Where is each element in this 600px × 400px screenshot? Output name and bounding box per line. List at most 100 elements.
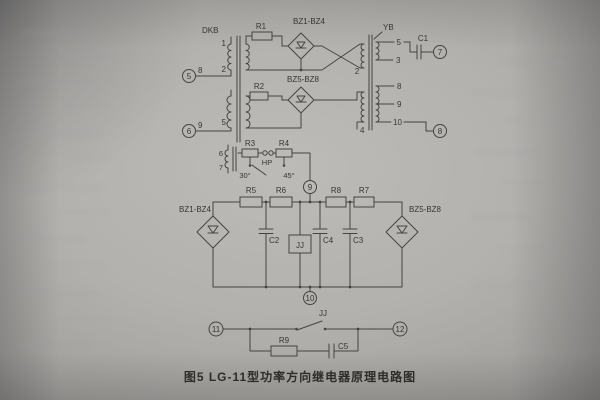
terminal-12-label: 12: [396, 325, 405, 334]
bleedthrough-smudge: [500, 60, 570, 65]
yb-tap-2: 2: [355, 67, 360, 76]
bleedthrough-smudge: [500, 312, 555, 317]
bleedthrough-smudge: [20, 185, 105, 191]
resistor-r9-body: [270, 345, 298, 357]
capacitor-c1: C1: [416, 34, 434, 60]
bleedthrough-smudge: [60, 315, 110, 320]
tap-9: 9: [198, 121, 203, 130]
bleedthrough-smudge: [20, 290, 100, 296]
r3-label: R3: [245, 139, 256, 148]
bleedthrough-smudge: [70, 155, 115, 160]
capacitor-c2: C2: [258, 200, 280, 289]
bleedthrough-smudge: [472, 282, 542, 288]
jj-coil-label: JJ: [296, 241, 304, 250]
tap-7: 7: [219, 163, 223, 172]
jj-contact-blade: [296, 320, 323, 331]
test-jack-pin: [262, 150, 268, 156]
bleedthrough-smudge: [18, 342, 90, 348]
resistor-r7-body: [353, 196, 375, 208]
bleedthrough-smudge: [55, 210, 110, 215]
bleedthrough-smudge: [50, 55, 110, 60]
angle-30-label: 30°: [239, 171, 250, 180]
svg-text:5: 5: [187, 72, 192, 81]
resistor-r6-body: [269, 196, 293, 208]
tap-8: 8: [198, 66, 203, 75]
svg-text:7: 7: [438, 48, 443, 57]
figure-caption: 图5 LG-11型功率方向继电器原理电路图: [184, 369, 416, 384]
terminal-7: 7: [433, 45, 447, 59]
yb-tap-9: 9: [397, 100, 402, 109]
svg-text:R2: R2: [254, 82, 265, 91]
bleedthrough-smudge: [20, 30, 90, 36]
tap-6: 6: [219, 149, 223, 158]
yb-tap-5: 5: [397, 38, 402, 47]
bleedthrough-smudge: [495, 370, 555, 375]
terminal-12: [392, 321, 408, 337]
bleedthrough-smudge: [468, 345, 543, 351]
bleedthrough-smudge: [475, 150, 545, 156]
tap-2: 2: [222, 65, 227, 74]
bridge1-main-label: BZ1-BZ4: [179, 205, 212, 214]
bleedthrough-smudge: [505, 118, 565, 123]
c4-label: C4: [323, 236, 334, 245]
rectifier-bridge-bz1-bz4-top: BZ1-BZ4: [287, 17, 326, 60]
svg-text:6: 6: [187, 127, 192, 136]
c5-label: C5: [338, 342, 349, 351]
bridge1-label: BZ1-BZ4: [293, 17, 326, 26]
svg-text:9: 9: [308, 183, 313, 192]
tap-1: 1: [222, 39, 227, 48]
resistor-r5-body: [239, 196, 263, 208]
bleedthrough-smudge: [470, 90, 525, 96]
resistor-network: R5 R6 R8 R7: [212, 186, 403, 208]
yb-tap-10: 10: [393, 118, 402, 127]
bleedthrough-smudge: [498, 248, 558, 253]
bleedthrough-smudge: [25, 130, 100, 136]
c2-label: C2: [269, 236, 280, 245]
terminal-10: 10: [303, 285, 317, 305]
bleedthrough-smudge: [480, 35, 540, 41]
resistor-r1: R1: [251, 22, 289, 47]
terminal-8: 8: [433, 124, 447, 138]
c3-label: C3: [353, 236, 364, 245]
bleedthrough-smudge: [500, 180, 555, 185]
phase-adjust-row: 6 7 R3 HP R4 30° 45°: [219, 139, 311, 181]
dkb-label: DKB: [202, 26, 218, 35]
svg-text:10: 10: [306, 294, 315, 303]
bleedthrough-smudge: [15, 235, 85, 241]
output-contact-circuit: 11 JJ 12 R9 C5: [208, 309, 408, 359]
capacitor-c3: C3: [342, 200, 364, 289]
yb-tap-4: 4: [360, 126, 365, 135]
bleedthrough-smudge: [60, 105, 110, 110]
input-transformer-dkb: DKB 1 2 8 9 5: [195, 26, 302, 143]
rectifier-bridge-bz5-bz8-top: BZ5-BZ8: [287, 75, 320, 114]
r6-label: R6: [276, 186, 287, 195]
resistor-r8-body: [325, 196, 347, 208]
yb-tap-8: 8: [397, 82, 402, 91]
r5-label: R5: [246, 186, 257, 195]
r8-label: R8: [331, 186, 342, 195]
relay-coil-jj: JJ: [288, 200, 312, 289]
bleedthrough-smudge: [470, 215, 535, 221]
bleedthrough-smudge: [50, 365, 105, 370]
angle-45-label: 45°: [283, 171, 294, 180]
svg-text:8: 8: [438, 127, 443, 136]
resistor-r2: R2: [249, 82, 289, 101]
resistor-r4-body: [275, 148, 293, 158]
c1-label: C1: [418, 34, 429, 43]
terminal-5: 5: [182, 69, 196, 83]
bleedthrough-smudge: [45, 262, 105, 267]
bridge2-label: BZ5-BZ8: [287, 75, 320, 84]
r9-label: R9: [279, 336, 290, 345]
rectifier-bridge-bz1-bz4-main: BZ1-BZ4: [179, 201, 230, 288]
svg-text:R1: R1: [256, 22, 267, 31]
terminal-11-label: 11: [212, 325, 221, 334]
r4-label: R4: [279, 139, 290, 148]
bleedthrough-smudge: [15, 80, 95, 86]
r7-label: R7: [359, 186, 370, 195]
yb-tap-3: 3: [396, 56, 401, 65]
hp-label: HP: [262, 158, 272, 167]
terminal-6: 6: [182, 124, 196, 138]
jj-contact-label: JJ: [319, 309, 327, 318]
yb-label: YB: [383, 23, 394, 32]
